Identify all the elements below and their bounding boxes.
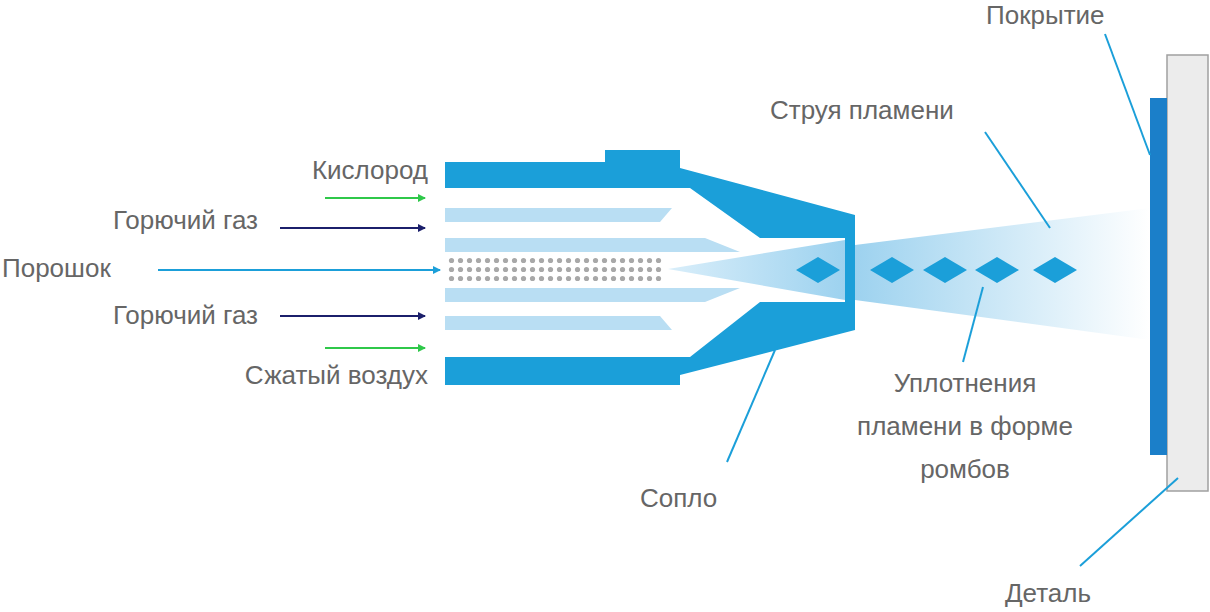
powder-particles [447, 256, 663, 283]
workpiece [1167, 55, 1208, 491]
input-label: Сжатый воздух [245, 360, 428, 390]
nozzle-body [445, 150, 855, 385]
part-label: Уплотнения пламени в форме ромбов [843, 362, 1087, 491]
input-label: Кислород [312, 155, 428, 185]
input-label: Горючий газ [113, 205, 258, 235]
gas-tube [445, 208, 672, 222]
part-label: Деталь [1005, 578, 1091, 608]
air-arrow [325, 347, 425, 349]
part-label: Покрытие [986, 0, 1105, 30]
part-label: Струя пламени [770, 95, 954, 125]
gas-arrow [280, 227, 425, 229]
gas-arrow [280, 315, 425, 317]
powder-arrow [158, 269, 440, 271]
shock-diamonds [796, 257, 1077, 283]
coating-layer [1150, 98, 1167, 455]
gas-tube [445, 238, 740, 252]
part-label: Сопло [640, 483, 717, 513]
nozzle-cavity [445, 188, 845, 357]
powder-channel [445, 255, 663, 283]
flame-jet [855, 208, 1150, 340]
input-label: Горючий газ [113, 300, 258, 330]
input-label: Порошок [2, 253, 111, 283]
leader-lines [727, 34, 1178, 566]
gas-tube [445, 288, 740, 302]
oxygen-arrow [325, 197, 425, 199]
gas-tube [445, 316, 672, 330]
